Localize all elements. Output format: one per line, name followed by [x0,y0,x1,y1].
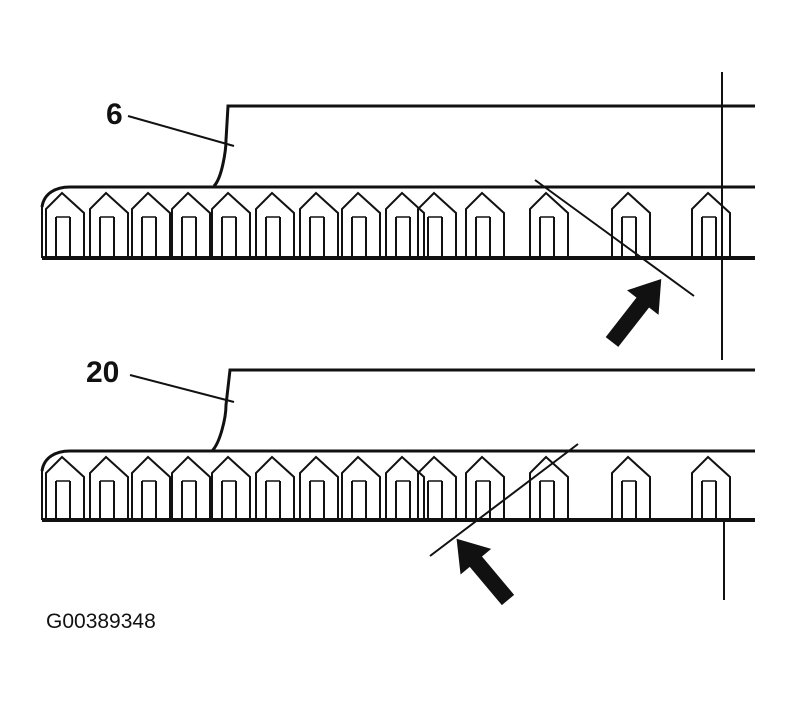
lower-rail-tooth [171,455,211,520]
leader-line-20 [129,374,235,403]
upper-rail-tooth [341,191,381,258]
upper-rail-tooth [255,191,295,258]
lower-rail-tooth [255,455,295,520]
lower-rail-top-edge [40,449,755,472]
leader-line-6 [127,115,235,147]
lower-rail-tooth [611,455,651,520]
lower-rail [40,449,755,522]
lower-rail-tooth [45,455,85,520]
upper-rail-tooth [171,191,211,258]
upper-rail-tooth [45,191,85,258]
upper-rail-tooth [89,191,129,258]
lower-rail-tooth [529,455,569,520]
upper-alignment-line [534,179,695,297]
upper-arrow-icon [605,278,662,347]
upper-rail-tooth [385,191,425,258]
upper-rail-tooth [417,191,457,258]
figure-caption: G00389348 [46,610,156,633]
upper-rail-tooth [465,191,505,258]
lower-arrow-icon [456,538,515,606]
label-20: 20 [86,356,119,389]
lower-gasket-outline [210,368,755,453]
lower-rail-tooth [211,455,251,520]
lower-rail-tooth [385,455,425,520]
lower-rail-tooth [89,455,129,520]
lower-rail-tooth [691,455,731,520]
lower-rail-tooth [131,455,171,520]
upper-rail-tooth [691,191,731,258]
lower-rail-tooth [341,455,381,520]
lower-alignment-line [429,443,579,557]
upper-gasket-outline [212,104,755,188]
lower-rail-tooth [299,455,339,520]
upper-rail [40,185,755,260]
upper-rail-tooth [529,191,569,258]
upper-rail-tooth [299,191,339,258]
lower-rail-tooth [465,455,505,520]
upper-rail-tooth [131,191,171,258]
upper-rail-top-edge [40,185,755,208]
upper-assembly: 6 [40,98,755,347]
upper-rail-tooth [211,191,251,258]
lower-rail-tooth [417,455,457,520]
label-6: 6 [106,98,123,131]
upper-rail-tooth [611,191,651,258]
lower-assembly: 20 [40,356,755,606]
